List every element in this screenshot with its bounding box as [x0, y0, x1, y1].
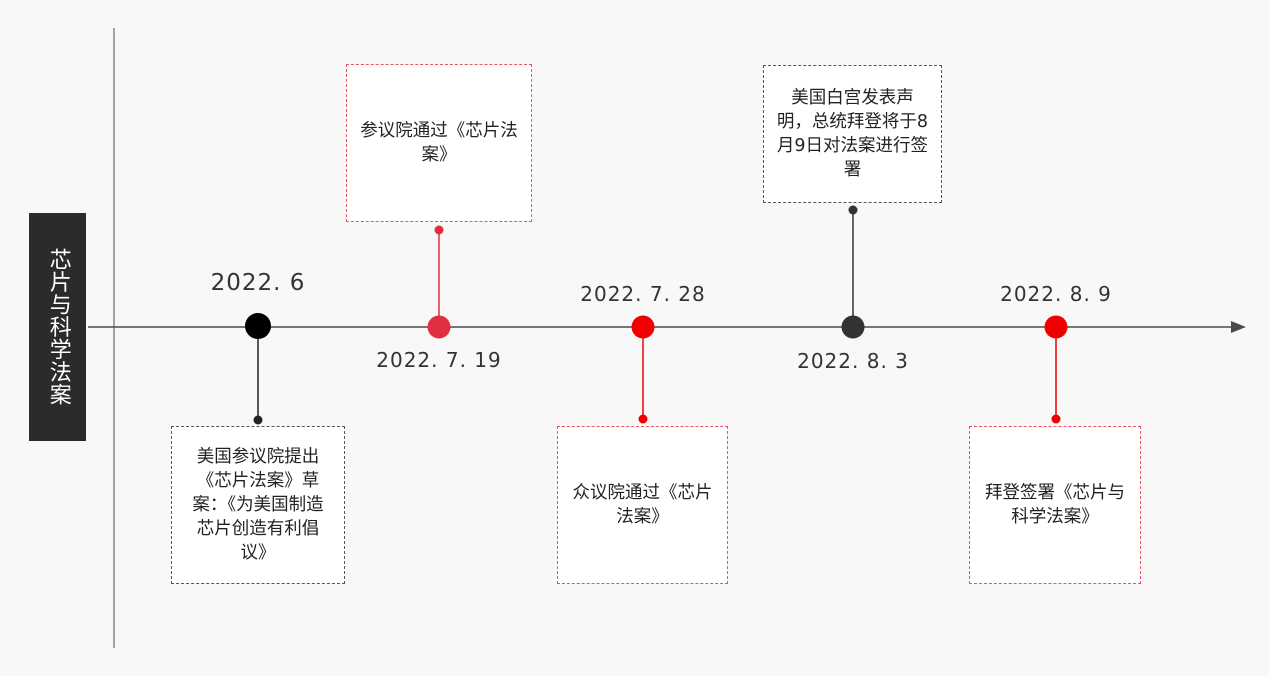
- diagram-title: 芯片与科学法案: [29, 213, 86, 441]
- event-date-4: 2022. 8. 3: [797, 349, 909, 373]
- event-date-3: 2022. 7. 28: [580, 282, 706, 306]
- event-text-4: 美国白宫发表声明，总统拜登将于8月9日对法案进行签署: [776, 88, 929, 180]
- event-box-1: 美国参议院提出《芯片法案》草案：《为美国制造芯片创造有利倡议》: [171, 426, 345, 584]
- event-text-3: 众议院通过《芯片法案》: [572, 483, 713, 527]
- timeline-dot-4: [841, 315, 865, 339]
- event-text-2: 参议院通过《芯片法案》: [360, 121, 518, 165]
- event-date-2: 2022. 7. 19: [376, 348, 502, 372]
- timeline-dot-1: [245, 313, 271, 339]
- timeline-dot-2: [427, 315, 451, 339]
- event-date-1: 2022. 6: [210, 270, 306, 296]
- event-box-5: 拜登签署《芯片与科学法案》: [969, 426, 1141, 584]
- axis-arrowhead: [1231, 321, 1246, 333]
- event-box-2: 参议院通过《芯片法案》: [346, 64, 532, 222]
- event-box-4: 美国白宫发表声明，总统拜登将于8月9日对法案进行签署: [763, 65, 942, 203]
- connector-end-dot-2: [434, 225, 444, 235]
- timeline-dot-5: [1044, 315, 1068, 339]
- connector-end-dot-3: [638, 414, 648, 424]
- event-box-3: 众议院通过《芯片法案》: [557, 426, 728, 584]
- event-date-5: 2022. 8. 9: [1000, 282, 1112, 306]
- connector-end-dot-4: [848, 205, 858, 215]
- connector-end-dot-1: [253, 415, 263, 425]
- event-text-1: 美国参议院提出《芯片法案》草案：《为美国制造芯片创造有利倡议》: [192, 447, 324, 563]
- connector-end-dot-5: [1051, 414, 1061, 424]
- event-text-5: 拜登签署《芯片与科学法案》: [985, 483, 1125, 527]
- timeline-dot-3: [631, 315, 655, 339]
